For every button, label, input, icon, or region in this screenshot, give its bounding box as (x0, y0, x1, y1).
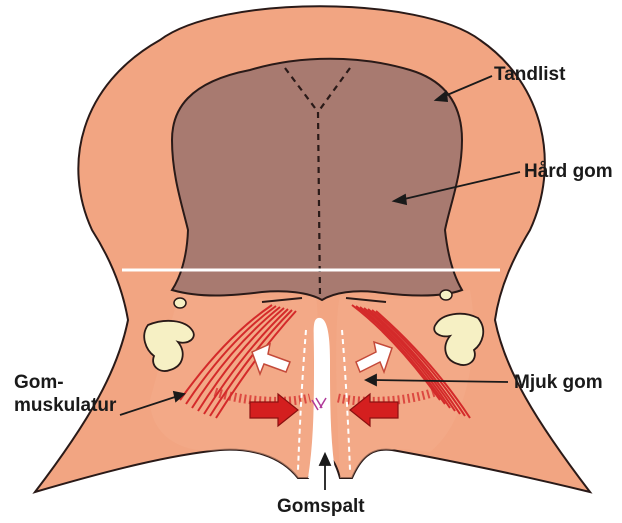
label-hard-gom: Hård gom (524, 161, 613, 182)
label-gom-muskulatur-line1: Gom- (14, 372, 64, 393)
label-mjuk-gom: Mjuk gom (514, 372, 603, 393)
label-gom-muskulatur-line2: muskulatur (14, 395, 117, 416)
label-gomspalt: Gomspalt (277, 496, 365, 517)
label-tandlist: Tandlist (494, 64, 566, 85)
hard-palate (172, 59, 462, 300)
